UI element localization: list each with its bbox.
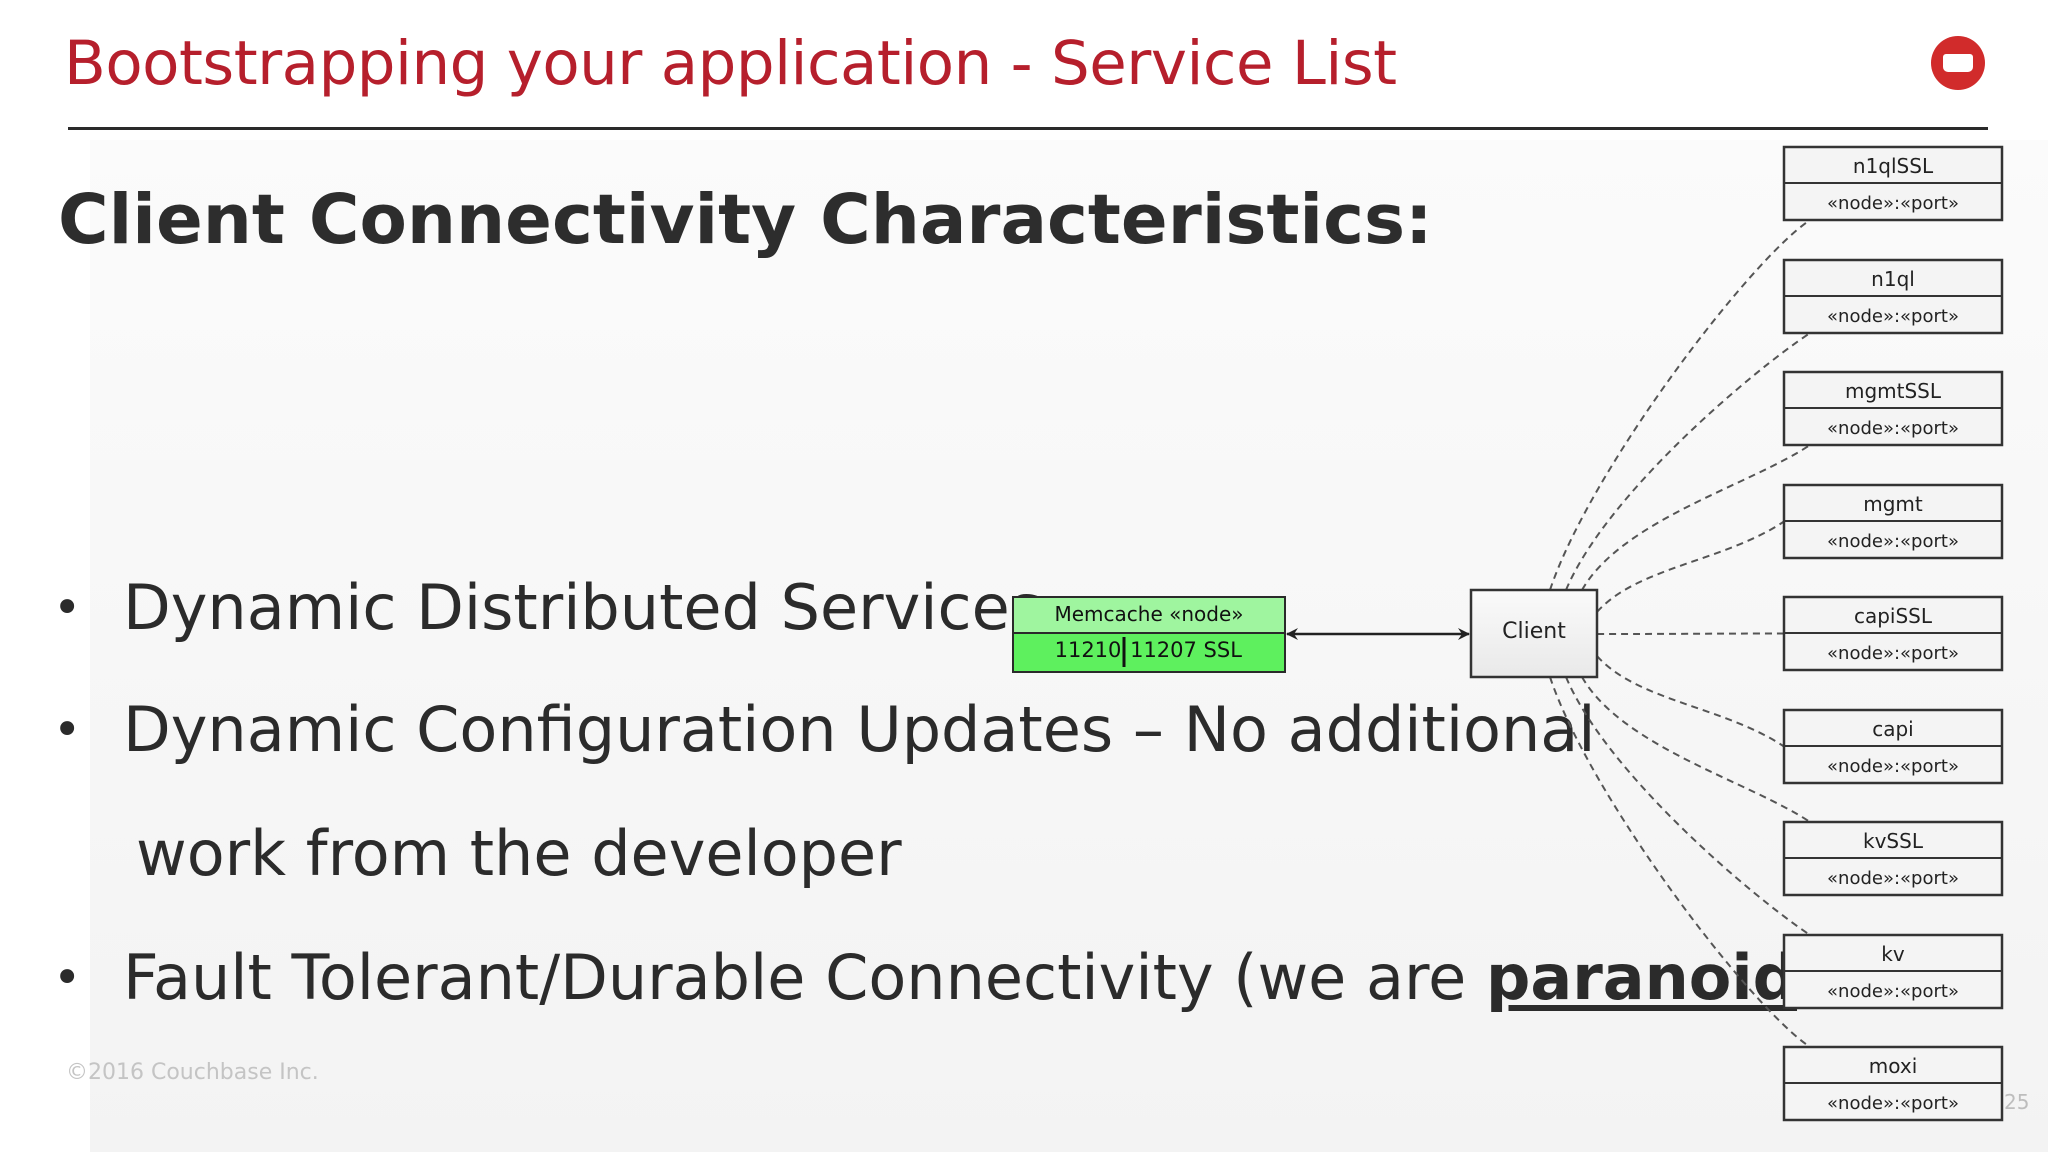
service-name: kv bbox=[1881, 942, 1905, 966]
service-name: n1qlSSL bbox=[1853, 154, 1934, 178]
service-connector bbox=[1565, 676, 1811, 936]
service-endpoint: «node»:«port» bbox=[1827, 531, 1959, 552]
service-box: capiSSL «node»:«port» bbox=[1782, 595, 2004, 672]
service-connector bbox=[1581, 676, 1811, 823]
service-endpoint: «node»:«port» bbox=[1827, 981, 1959, 1002]
service-box: moxi «node»:«port» bbox=[1782, 1045, 2004, 1122]
service-boxes: n1qlSSL«node»:«port»n1ql«node»:«port»mgm… bbox=[1782, 145, 2004, 1122]
connector-lines bbox=[1549, 219, 1811, 1048]
bullet-continuation: work from the developer bbox=[136, 817, 902, 890]
service-endpoint: «node»:«port» bbox=[1827, 306, 1959, 327]
bullet-icon: • bbox=[53, 702, 82, 758]
service-name: mgmt bbox=[1863, 492, 1923, 516]
service-connector bbox=[1596, 632, 1785, 635]
service-name: moxi bbox=[1869, 1054, 1918, 1078]
service-box: mgmtSSL «node»:«port» bbox=[1782, 370, 2004, 447]
couchbase-logo-icon bbox=[1931, 36, 1985, 90]
service-connector bbox=[1596, 655, 1785, 748]
service-box: capi «node»:«port» bbox=[1782, 708, 2004, 785]
memcache-label: Memcache «node» bbox=[1054, 602, 1243, 626]
service-name: mgmtSSL bbox=[1845, 379, 1942, 403]
service-box: kv «node»:«port» bbox=[1782, 933, 2004, 1010]
service-endpoint: «node»:«port» bbox=[1827, 418, 1959, 439]
title-divider bbox=[68, 127, 1988, 130]
service-endpoint: «node»:«port» bbox=[1827, 193, 1959, 214]
client-box: Client bbox=[1469, 588, 1599, 679]
service-name: n1ql bbox=[1871, 267, 1915, 291]
service-connector bbox=[1581, 444, 1811, 591]
slide-title: Bootstrapping your application - Service… bbox=[64, 28, 1397, 99]
bullet-icon: • bbox=[53, 580, 82, 636]
service-connector bbox=[1596, 520, 1785, 613]
slide-subtitle: Client Connectivity Characteristics: bbox=[58, 180, 1433, 260]
memcache-node-box: Memcache «node» 11210 11207 SSL bbox=[1012, 596, 1286, 673]
service-box: n1qlSSL «node»:«port» bbox=[1782, 145, 2004, 222]
memcache-port-ssl: 11207 SSL bbox=[1130, 638, 1242, 662]
memcache-port: 11210 bbox=[1055, 638, 1122, 662]
page-number: 25 bbox=[2004, 1090, 2030, 1114]
service-box: n1ql «node»:«port» bbox=[1782, 258, 2004, 335]
footer-copyright: ©2016 Couchbase Inc. bbox=[66, 1060, 319, 1085]
emphasis-paranoid: paranoid bbox=[1486, 941, 1798, 1014]
bullet-icon: • bbox=[53, 950, 82, 1006]
service-box: mgmt «node»:«port» bbox=[1782, 483, 2004, 560]
service-connector bbox=[1565, 332, 1811, 591]
service-name: capiSSL bbox=[1854, 604, 1933, 628]
bullet-text: Dynamic Distributed Services bbox=[123, 571, 1043, 644]
service-box: kvSSL «node»:«port» bbox=[1782, 820, 2004, 897]
service-endpoint: «node»:«port» bbox=[1827, 868, 1959, 889]
service-name: kvSSL bbox=[1863, 829, 1924, 853]
service-endpoint: «node»:«port» bbox=[1827, 643, 1959, 664]
client-label: Client bbox=[1502, 619, 1566, 644]
bullet-item: • Dynamic Configuration Updates – No add… bbox=[53, 690, 1596, 770]
service-endpoint: «node»:«port» bbox=[1827, 1093, 1959, 1114]
service-connector bbox=[1549, 676, 1811, 1048]
bullet-text: Dynamic Configuration Updates – No addit… bbox=[123, 693, 1596, 766]
bullet-text-prefix: Fault Tolerant/Durable Connectivity (we … bbox=[123, 941, 1487, 1014]
service-endpoint: «node»:«port» bbox=[1827, 756, 1959, 777]
bullet-item: • Dynamic Distributed Services bbox=[53, 568, 1043, 648]
service-name: capi bbox=[1872, 717, 1914, 741]
service-connector bbox=[1549, 219, 1811, 591]
